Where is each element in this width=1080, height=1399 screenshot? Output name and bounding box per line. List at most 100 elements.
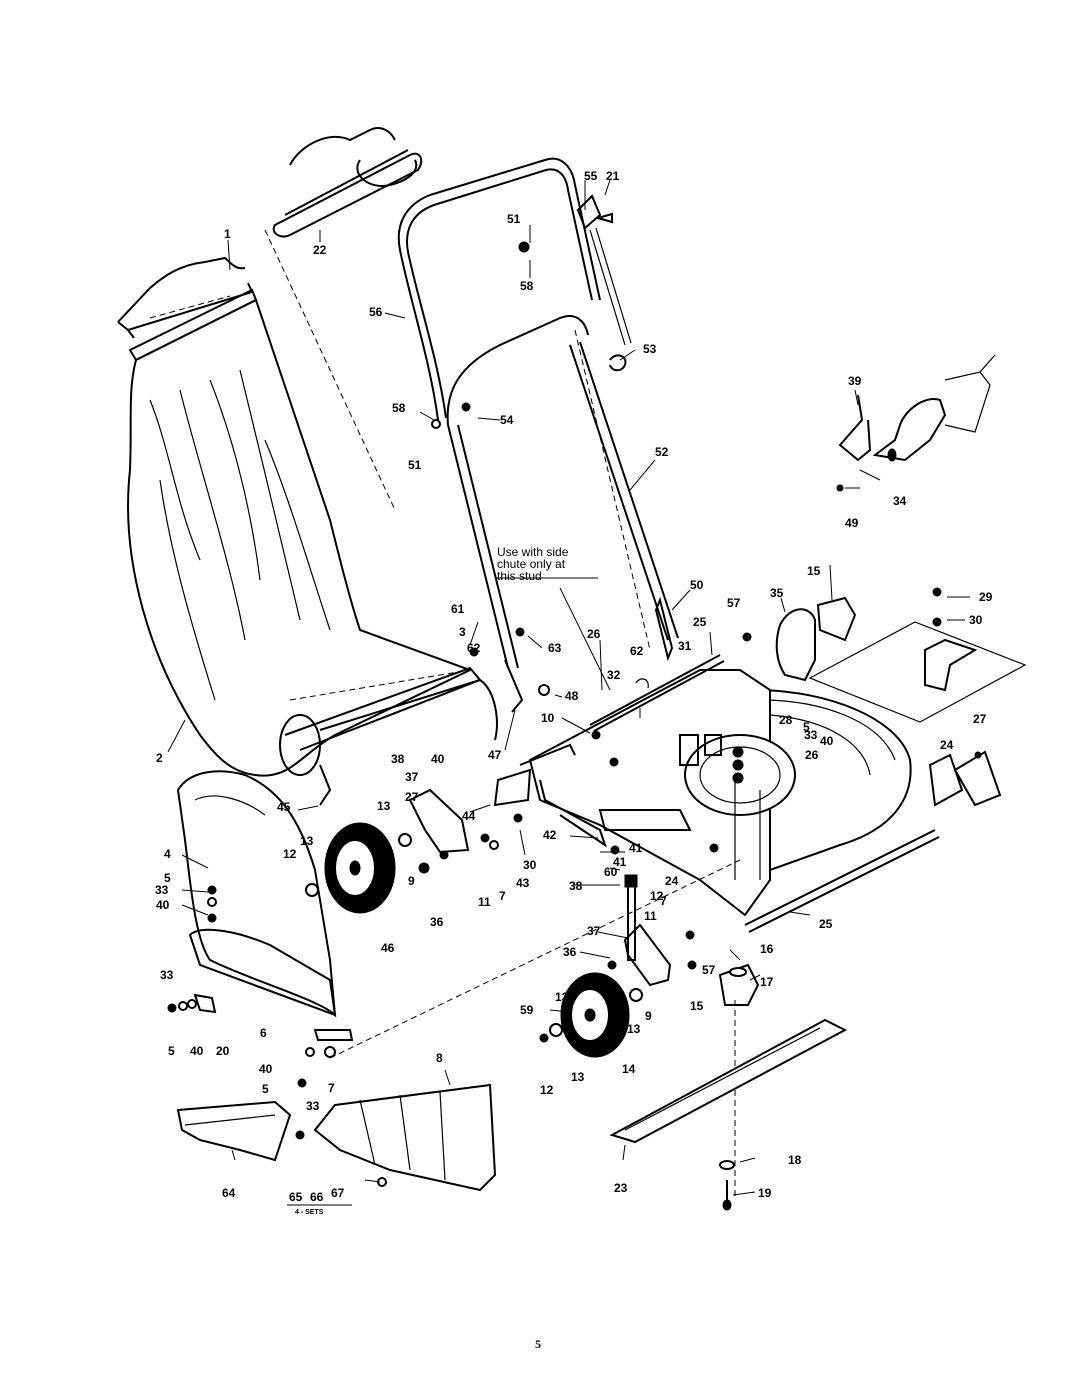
callout: 18 — [788, 1153, 802, 1167]
callout: 34 — [893, 494, 907, 508]
callout: 35 — [770, 586, 784, 600]
callout: 65 — [289, 1190, 303, 1204]
callout: 36 — [563, 945, 577, 959]
callout: 8 — [436, 1051, 443, 1065]
bag-frame-top — [264, 127, 423, 511]
callout: 40 — [820, 734, 834, 748]
callout: 40 — [431, 752, 445, 766]
callout: 31 — [678, 639, 692, 653]
callout: 37 — [587, 924, 601, 938]
callout: 29 — [979, 590, 993, 604]
page-number: 5 — [535, 1337, 541, 1351]
callout: 45 — [277, 800, 291, 814]
mower-deck — [528, 669, 912, 917]
callout: 57 — [727, 596, 741, 610]
callout: 11 — [644, 909, 657, 923]
callout: 57 — [702, 963, 716, 977]
callout: 10 — [541, 711, 555, 725]
callout: 24 — [940, 738, 954, 752]
callout: 24 — [665, 874, 679, 888]
callout: 12 — [650, 889, 664, 903]
side-chute-64 — [176, 1100, 292, 1162]
callout: 13 — [627, 1022, 641, 1036]
handle-assembly — [397, 157, 679, 713]
callout: 59 — [520, 1003, 534, 1017]
callout: 32 — [607, 668, 621, 682]
callout: 33 — [306, 1099, 320, 1113]
callout: 3 — [459, 625, 466, 639]
callout: 58 — [520, 279, 534, 293]
blade — [609, 1018, 848, 1211]
callout: 13 — [555, 990, 569, 1004]
front-wheel-14 — [539, 874, 697, 1058]
leader-lines — [167, 179, 970, 1196]
callout: 56 — [369, 305, 383, 319]
callout: 33 — [155, 883, 169, 897]
callout: 33 — [160, 968, 174, 982]
grass-bag — [117, 256, 498, 806]
callout: 13 — [377, 799, 391, 813]
callout: 9 — [645, 1009, 652, 1023]
callout: 64 — [222, 1186, 236, 1200]
chute-bracket — [297, 859, 741, 1088]
callout: 38 — [569, 879, 583, 893]
callout: 15 — [807, 564, 821, 578]
callout: 38 — [391, 752, 405, 766]
callout: 67 — [331, 1186, 345, 1200]
callout: 37 — [405, 770, 419, 784]
callout: 40 — [190, 1044, 204, 1058]
note-line-1: Use with side — [497, 545, 569, 559]
callout: 41 — [613, 855, 627, 869]
callout: 20 — [216, 1044, 230, 1058]
callout: 58 — [392, 401, 406, 415]
rear-wheel-46 — [305, 788, 499, 914]
callout: 28 — [779, 713, 793, 727]
callout: 22 — [313, 243, 327, 257]
callout-labels: 1 2 3 4 5 5 5 5 6 7 7 7 8 9 9 10 11 11 1… — [155, 169, 993, 1216]
side-chute-8 — [295, 1083, 497, 1192]
callout: 47 — [488, 748, 502, 762]
callout: 52 — [655, 445, 669, 459]
callout: 25 — [819, 917, 833, 931]
fasteners — [207, 241, 752, 970]
note-line-3: this stud — [497, 569, 542, 583]
callout: 49 — [845, 516, 859, 530]
callout: 50 — [690, 578, 704, 592]
callout: 54 — [500, 413, 514, 427]
rear-axle-bracket — [928, 750, 1002, 807]
blade-adapter — [718, 963, 760, 1200]
callout: 13 — [300, 834, 314, 848]
callout: 5 — [262, 1082, 269, 1096]
callout: 13 — [571, 1070, 585, 1084]
callout: 16 — [760, 942, 774, 956]
callout: 5 — [168, 1044, 175, 1058]
callout: 19 — [758, 1186, 772, 1200]
callout: 5 — [803, 720, 810, 734]
callout: 15 — [690, 999, 704, 1013]
callout: 40 — [259, 1062, 273, 1076]
callout: 27 — [405, 790, 419, 804]
callout: 43 — [516, 876, 530, 890]
callout: 2 — [156, 751, 163, 765]
axles — [589, 654, 940, 933]
callout: 48 — [565, 689, 579, 703]
callout: 36 — [430, 915, 444, 929]
callout: 55 — [584, 169, 598, 183]
callout: 42 — [543, 828, 557, 842]
callout: 12 — [540, 1083, 554, 1097]
callout: 66 — [310, 1190, 324, 1204]
callout: 9 — [408, 874, 415, 888]
callout: 51 — [507, 212, 521, 226]
deck-plate — [808, 587, 1027, 723]
callout: 5 — [164, 871, 171, 885]
callout: 30 — [969, 613, 983, 627]
callout: 7 — [328, 1081, 335, 1095]
callout: 61 — [451, 602, 465, 616]
callout: 27 — [973, 712, 987, 726]
callout: 11 — [478, 895, 491, 909]
callout: 39 — [848, 374, 862, 388]
callout: 1 — [224, 227, 231, 241]
bracket-assembly — [836, 354, 996, 492]
note-line-2: chute only at — [497, 557, 566, 571]
note-text: Use with side chute only at this stud — [497, 545, 569, 583]
